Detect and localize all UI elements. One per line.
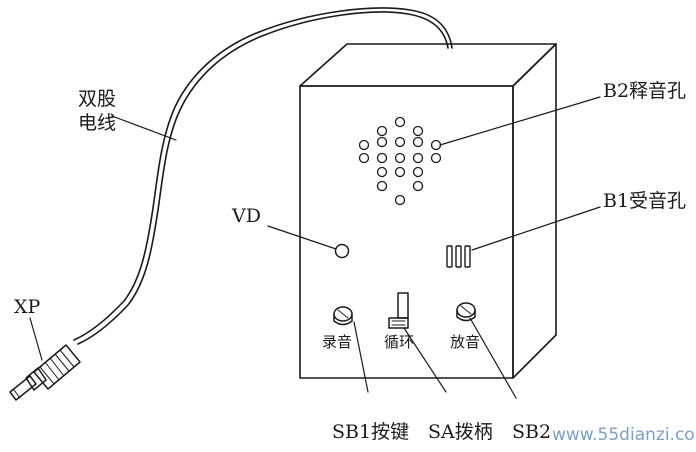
sa-label: SA拨柄 xyxy=(428,421,493,443)
xp-label: XP xyxy=(14,296,41,318)
b2-label: B2释音孔 xyxy=(603,80,686,102)
sa-loop-switch xyxy=(388,292,409,329)
xp-plug xyxy=(9,344,81,401)
cable-label-line1: 双股 xyxy=(78,88,116,110)
vd-label: VD xyxy=(231,205,261,227)
sb2-label: SB2 xyxy=(512,421,551,443)
b1-mic-slots xyxy=(446,245,471,268)
loop-label: 循环 xyxy=(384,333,414,351)
watermark: www.55dianzi.com xyxy=(552,425,696,445)
sb1-label: SB1按键 xyxy=(332,421,409,443)
play-label: 放音 xyxy=(450,333,480,351)
b1-label: B1受音孔 xyxy=(603,190,686,212)
twin-wire-cable xyxy=(73,7,453,345)
record-label: 录音 xyxy=(322,333,352,351)
device-box xyxy=(299,43,557,379)
sb2-play-button xyxy=(456,302,476,322)
cable-label-line2: 电线 xyxy=(78,112,116,134)
sb1-record-button xyxy=(333,306,353,326)
vd-led xyxy=(334,243,350,259)
leader-lines xyxy=(29,96,601,399)
b2-speaker-holes xyxy=(358,116,442,206)
